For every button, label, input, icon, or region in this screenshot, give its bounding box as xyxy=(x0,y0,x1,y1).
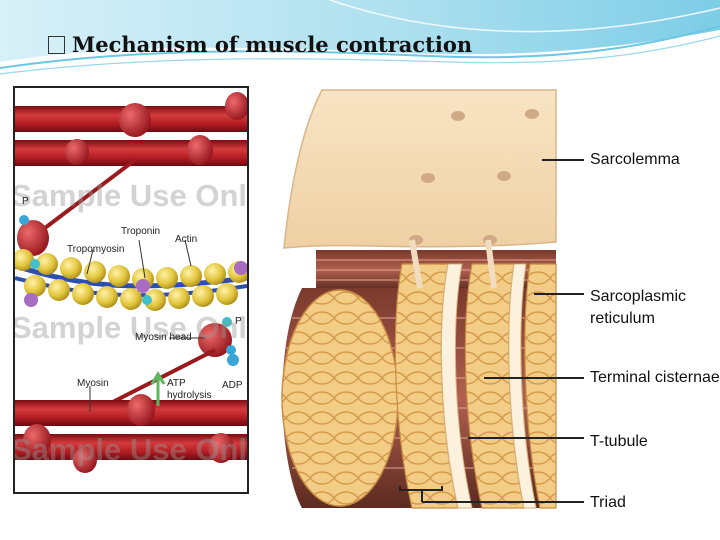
label-sarcolemma: Sarcolemma xyxy=(590,151,680,168)
label-atp: ATP xyxy=(167,378,186,389)
slide-title: Mechanism of muscle contraction xyxy=(48,32,472,58)
watermark-text: Sample Use Only xyxy=(13,178,249,213)
watermark-text: Sample Use Only xyxy=(13,432,249,467)
label-triad: Triad xyxy=(590,494,626,511)
label-sarcoplasmic: Sarcoplasmic xyxy=(590,288,687,305)
label-adp: ADP xyxy=(222,380,243,391)
actin-beads xyxy=(15,249,247,311)
muscle-fiber-diagram: Sarcolemma Sarcoplasmic reticulum Termin… xyxy=(262,88,720,520)
label-troponin: Troponin xyxy=(121,226,161,237)
cross-bridge-artwork xyxy=(15,88,247,492)
header-wave xyxy=(0,0,720,75)
label-reticulum: reticulum xyxy=(590,310,655,327)
muscle-fiber-artwork xyxy=(281,89,584,509)
slide-title-text: Mechanism of muscle contraction xyxy=(72,32,473,57)
label-actin: Actin xyxy=(175,234,198,245)
label-hydrolysis: hydrolysis xyxy=(167,390,212,401)
cross-bridge-diagram: Sample Use Only Sample Use Only Sample U… xyxy=(13,86,249,494)
label-terminal-cisternae: Terminal cisternae xyxy=(590,369,720,386)
label-tropomyosin: Tropomyosin xyxy=(67,244,125,255)
watermark-text: Sample Use Only xyxy=(13,310,249,345)
label-p-top: P xyxy=(22,196,29,207)
label-p-right: P xyxy=(235,316,242,327)
label-t-tubule: T-tubule xyxy=(590,433,648,450)
bullet-icon xyxy=(48,36,65,54)
label-myosin-head: Myosin head xyxy=(135,332,192,343)
label-myosin: Myosin xyxy=(77,378,109,389)
